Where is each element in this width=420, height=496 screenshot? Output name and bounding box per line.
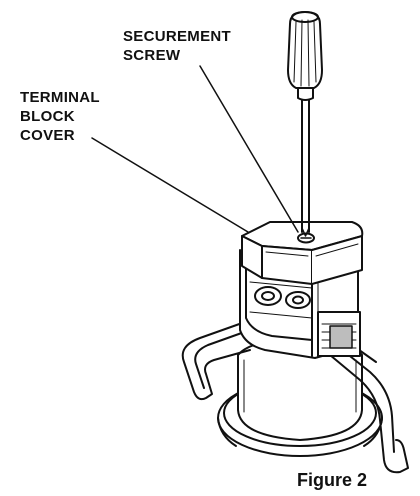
terminal-block-cover-label-line-1: TERMINAL [20,89,100,106]
terminal-block-cover-label: TERMINAL BLOCK COVER [20,88,100,145]
securement-screw-label-line-2: SCREW [123,47,181,64]
screw-leader [199,65,299,233]
terminal-block-cover-label-line-2: BLOCK [20,108,75,125]
cover-leader [91,137,249,233]
terminal-block-cover-label-line-3: COVER [20,127,75,144]
securement-screw-label-line-1: SECUREMENT [123,28,232,45]
terminal-block-cover [241,221,364,285]
lamp-housing [237,337,363,441]
screwdriver [287,11,323,237]
figure-caption: Figure 2 [297,470,368,490]
securement-screw-label: SECUREMENT SCREW [123,27,231,65]
left-spring-clip [181,321,251,401]
leader-lines [91,65,299,233]
